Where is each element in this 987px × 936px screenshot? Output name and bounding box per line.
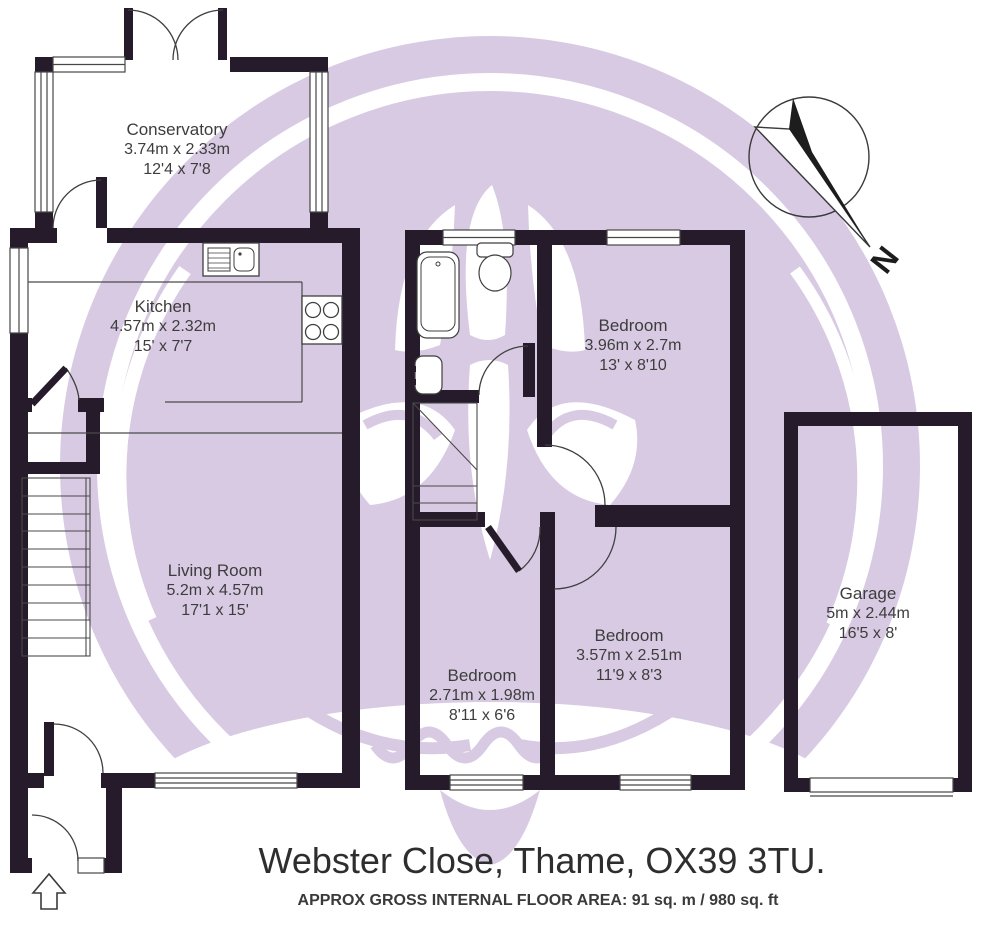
hob-icon bbox=[301, 295, 343, 345]
room-label-bedroom-1: Bedroom 3.96m x 2.7m 13' x 8'10 bbox=[585, 316, 682, 376]
room-label-conservatory: Conservatory 3.74m x 2.33m 12'4 x 7'8 bbox=[124, 120, 230, 180]
room-metric: 2.71m x 1.98m bbox=[429, 687, 535, 704]
room-metric: 5.2m x 4.57m bbox=[166, 582, 264, 599]
room-imperial: 11'9 x 8'3 bbox=[595, 667, 663, 684]
room-metric: 3.96m x 2.7m bbox=[584, 337, 682, 354]
room-imperial: 17'1 x 15' bbox=[181, 602, 249, 619]
room-label-kitchen: Kitchen 4.57m x 2.32m 15' x 7'7 bbox=[110, 297, 216, 357]
room-imperial: 13' x 8'10 bbox=[599, 357, 667, 374]
room-name: Kitchen bbox=[134, 297, 192, 316]
room-label-bedroom-3: Bedroom 2.71m x 1.98m 8'11 x 6'6 bbox=[429, 666, 535, 726]
room-metric: 4.57m x 2.32m bbox=[110, 318, 216, 335]
page-title: Webster Close, Thame, OX39 3TU. bbox=[258, 840, 826, 881]
room-imperial: 15' x 7'7 bbox=[133, 338, 193, 355]
room-imperial: 8'11 x 6'6 bbox=[448, 707, 516, 724]
stairs-ground bbox=[21, 477, 91, 657]
room-imperial: 12'4 x 7'8 bbox=[143, 161, 211, 178]
room-metric: 3.57m x 2.51m bbox=[576, 647, 682, 664]
sink-icon bbox=[202, 242, 260, 277]
door-arcs bbox=[31, 9, 617, 862]
room-name: Bedroom bbox=[447, 666, 517, 685]
windows bbox=[9, 56, 954, 874]
bathtub-icon bbox=[416, 251, 460, 339]
room-label-bedroom-2: Bedroom 3.57m x 2.51m 11'9 x 8'3 bbox=[576, 626, 682, 686]
floor-area-note: APPROX GROSS INTERNAL FLOOR AREA: 91 sq.… bbox=[297, 892, 779, 909]
basin-icon bbox=[410, 355, 443, 395]
compass-north-icon bbox=[748, 96, 871, 248]
door-leaves bbox=[29, 365, 522, 574]
room-imperial: 16'5 x 8' bbox=[838, 625, 898, 642]
entrance-arrow-icon bbox=[31, 872, 67, 910]
room-name: Bedroom bbox=[594, 626, 664, 645]
stairs-first-floor bbox=[412, 402, 478, 521]
room-label-living-room: Living Room 5.2m x 4.57m 17'1 x 15' bbox=[167, 561, 264, 621]
room-name: Living Room bbox=[167, 561, 263, 580]
room-label-garage: Garage 5m x 2.44m 16'5 x 8' bbox=[826, 584, 910, 644]
room-metric: 5m x 2.44m bbox=[826, 605, 910, 622]
room-name: Conservatory bbox=[126, 120, 228, 139]
room-name: Bedroom bbox=[598, 316, 668, 335]
room-metric: 3.74m x 2.33m bbox=[124, 141, 230, 158]
toilet-icon bbox=[476, 242, 514, 292]
room-name: Garage bbox=[839, 584, 897, 603]
